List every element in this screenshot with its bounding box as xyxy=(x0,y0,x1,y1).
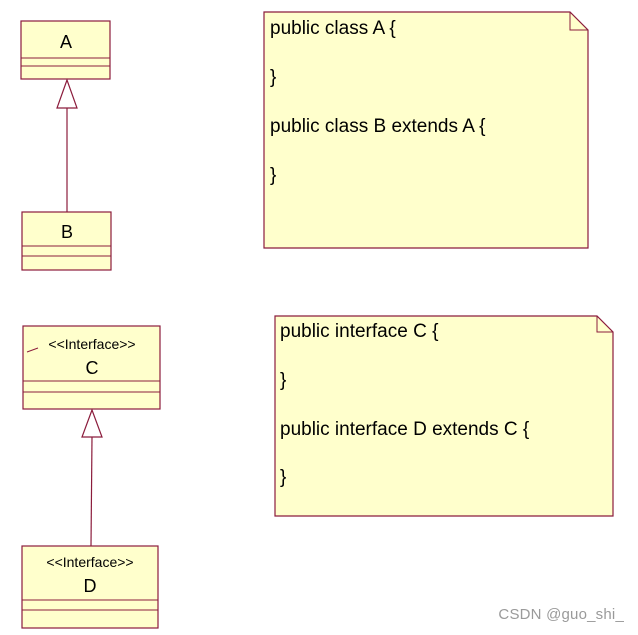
csdn-watermark: CSDN @guo_shi_ xyxy=(498,606,624,623)
interfaces-note-line-1: public interface C { xyxy=(280,321,439,342)
interfaces-note-fold xyxy=(596,316,613,333)
classes-note-line-4: } xyxy=(270,165,276,186)
classes-note-line-1: public class A { xyxy=(270,18,396,39)
interfaces-note-frame xyxy=(274,315,614,517)
interfaces-code-note[interactable]: public interface C { } public interface … xyxy=(274,315,614,517)
class-b-box[interactable]: B xyxy=(21,211,112,271)
classes-code-note[interactable]: public class A { } public class B extend… xyxy=(263,11,589,249)
interfaces-note-line-3: public interface D extends C { xyxy=(280,419,530,440)
inheritance-arrowhead-c xyxy=(81,408,103,438)
generalization-b-to-a xyxy=(56,78,78,212)
interface-c-box[interactable]: <<Interface>> C xyxy=(22,325,161,410)
interface-c-frame xyxy=(22,325,161,410)
class-a-frame xyxy=(20,20,111,80)
interfaces-note-line-4: } xyxy=(280,467,286,488)
class-b-name: B xyxy=(61,222,73,242)
generalization-d-to-c xyxy=(81,408,103,547)
classes-note-line-3: public class B extends A { xyxy=(270,116,486,137)
interface-d-name: D xyxy=(84,576,97,596)
generalization-line-d-c xyxy=(90,436,93,547)
interface-c-name: C xyxy=(86,358,99,378)
interfaces-note-line-2: } xyxy=(280,370,286,391)
class-b-frame xyxy=(21,211,112,271)
interface-d-frame xyxy=(21,545,159,629)
interface-d-stereotype: <<Interface>> xyxy=(46,554,133,570)
class-a-box[interactable]: A xyxy=(20,20,111,80)
inheritance-arrowhead-a xyxy=(56,78,78,109)
class-a-name: A xyxy=(60,32,72,52)
interface-d-box[interactable]: <<Interface>> D xyxy=(21,545,159,629)
classes-note-frame xyxy=(263,11,589,249)
classes-note-line-2: } xyxy=(270,67,276,88)
classes-note-fold xyxy=(569,12,588,31)
interface-c-stereotype: <<Interface>> xyxy=(48,336,135,352)
interface-c-mark xyxy=(26,347,39,353)
